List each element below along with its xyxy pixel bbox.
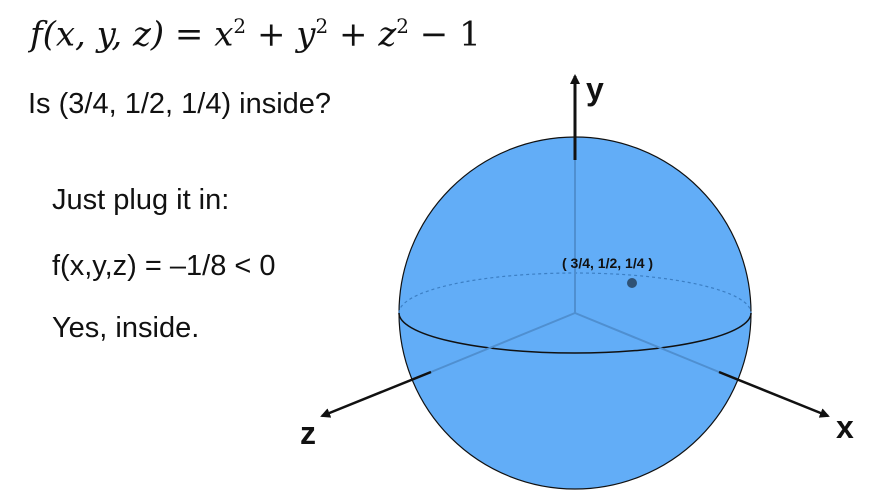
formula-x-exponent: 2 [233, 14, 247, 38]
z-axis-inner [430, 312, 576, 373]
solution-line-1: Just plug it in: [52, 184, 230, 216]
z-axis [320, 370, 432, 418]
point-marker [627, 278, 637, 288]
x-axis [718, 370, 830, 418]
z-axis-label: z [300, 415, 316, 451]
solution-line-3: Yes, inside. [52, 312, 200, 344]
y-axis-label: y [586, 71, 604, 107]
formula-y-exponent: 2 [315, 14, 329, 38]
formula-x: x [214, 14, 234, 55]
formula-z-exponent: 2 [396, 14, 409, 38]
x-axis-label: x [836, 409, 854, 445]
formula-z: z [378, 14, 397, 55]
formula-plus-2: + [328, 14, 379, 55]
solution-line-2: f(x,y,z) = –1/8 < 0 [52, 250, 276, 282]
question-text: Is (3/4, 1/2, 1/4) inside? [28, 88, 332, 120]
point-label: ( 3/4, 1/2, 1/4 ) [562, 255, 653, 271]
equator-front [398, 312, 752, 354]
x-axis-inner [574, 312, 720, 373]
formula-y: y [296, 14, 316, 55]
formula-tail: − 1 [408, 14, 481, 55]
formula-plus-1: + [246, 14, 297, 55]
formula-lhs: f(x, y, z) = [30, 14, 215, 55]
function-formula: f(x, y, z) = x2 + y2 + z2 − 1 [30, 14, 481, 54]
